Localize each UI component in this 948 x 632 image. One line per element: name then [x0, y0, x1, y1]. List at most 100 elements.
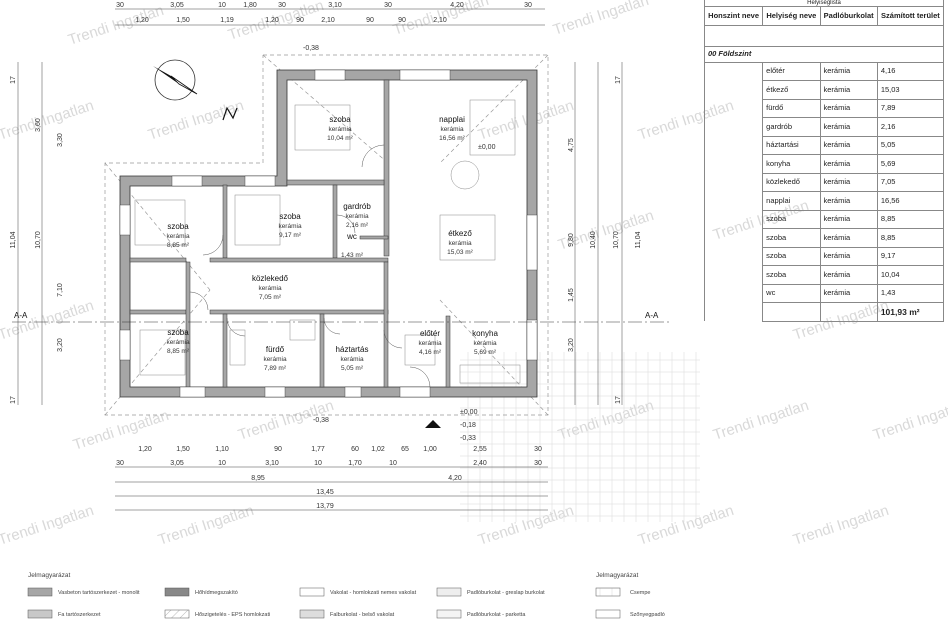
column-header: Padlóburkolat — [819, 6, 878, 26]
dimension-lines — [17, 8, 623, 511]
svg-text:1,70: 1,70 — [348, 460, 362, 467]
room-label: étkező kerámia 15,03 m² — [447, 229, 473, 256]
level-name: 00 Földszint — [704, 45, 944, 63]
legend-swatch-tile — [595, 587, 621, 597]
cell-area: 9,17 — [876, 246, 945, 266]
cell-name: szoba — [762, 246, 821, 266]
legend-swatch-parquet — [436, 609, 462, 619]
windows — [119, 69, 538, 398]
cell-name: konyha — [762, 154, 821, 174]
legend-item: Szőnyegpadló — [630, 612, 665, 618]
svg-text:30: 30 — [116, 2, 124, 9]
svg-text:-0,38: -0,38 — [313, 417, 329, 424]
svg-text:9,80: 9,80 — [568, 233, 575, 247]
svg-text:11,04: 11,04 — [635, 231, 642, 248]
dimension-texts: 30 3,05 10 1,80 30 3,10 30 4,20 30 1,20 … — [10, 2, 642, 510]
svg-text:háztartás: háztartás — [336, 345, 369, 354]
room-label: előtér kerámia 4,16 m² — [418, 329, 442, 356]
svg-text:10: 10 — [389, 460, 397, 467]
interior-walls — [129, 79, 451, 388]
svg-text:4,16 m²: 4,16 m² — [419, 349, 442, 356]
svg-text:3,20: 3,20 — [568, 338, 575, 352]
svg-text:1,50: 1,50 — [176, 17, 190, 24]
section-line: A-A A-A — [12, 311, 670, 323]
svg-text:65: 65 — [401, 446, 409, 453]
svg-text:90: 90 — [366, 17, 374, 24]
svg-text:15,03 m²: 15,03 m² — [447, 249, 473, 256]
legend-swatch-tiles — [436, 587, 462, 597]
svg-text:30: 30 — [278, 2, 286, 9]
room-label: szoba kerámia 8,85 m² — [166, 222, 190, 249]
svg-text:7,05 m²: 7,05 m² — [259, 294, 282, 301]
section-label-right: A-A — [645, 311, 659, 320]
legend-title: Jelmagyarázat — [596, 572, 638, 579]
cell-area: 16,56 — [876, 191, 945, 211]
cell-area: 7,05 — [876, 172, 945, 192]
svg-text:1,20: 1,20 — [265, 17, 279, 24]
total-row: 101,93 m² — [703, 302, 945, 322]
svg-text:3,20: 3,20 — [57, 338, 64, 352]
room-label: háztartás kerámia 5,05 m² — [336, 345, 369, 372]
svg-text:30: 30 — [384, 2, 392, 9]
section-label-left: A-A — [14, 311, 28, 320]
cell-floor: kerámia — [819, 265, 878, 285]
room-label: fürdő kerámia 7,89 m² — [263, 345, 287, 372]
svg-text:szoba: szoba — [279, 212, 301, 221]
svg-text:90: 90 — [296, 17, 304, 24]
legend-item: Hőszigetelés - EPS homlokzati — [195, 612, 270, 618]
svg-text:4,20: 4,20 — [450, 2, 464, 9]
svg-text:90: 90 — [274, 446, 282, 453]
svg-text:7,10: 7,10 — [57, 283, 64, 297]
svg-text:1,20: 1,20 — [135, 17, 149, 24]
watermark: Trendi Ingatlan — [791, 502, 891, 549]
cell-floor: kerámia — [819, 283, 878, 303]
cell-area: 2,16 — [876, 117, 945, 137]
svg-text:1,00: 1,00 — [423, 446, 437, 453]
svg-text:szoba: szoba — [167, 328, 189, 337]
cell-name: előtér — [762, 61, 821, 81]
room-schedule-table: Helyiséglista Honszint neve Helyiség nev… — [703, 0, 945, 322]
svg-text:17: 17 — [615, 76, 622, 84]
svg-text:90: 90 — [398, 17, 406, 24]
svg-text:-0,33: -0,33 — [460, 435, 476, 442]
svg-text:3,30: 3,30 — [57, 133, 64, 147]
cell-level — [703, 284, 764, 303]
north-arrow-icon — [153, 59, 238, 121]
cell-floor: kerámia — [819, 209, 878, 229]
svg-text:30: 30 — [534, 446, 542, 453]
exterior-walls — [119, 69, 538, 398]
watermark: Trendi Ingatlan — [0, 502, 96, 549]
cell-name: étkező — [762, 80, 821, 100]
svg-text:kerámia: kerámia — [473, 340, 497, 347]
cell-area: 10,04 — [876, 265, 945, 285]
legend-item: Vakolat - homlokzati nemes vakolat — [330, 590, 417, 596]
svg-text:8,85 m²: 8,85 m² — [167, 242, 190, 249]
cell-name: szoba — [762, 228, 821, 248]
watermark: Trendi Ingatlan — [551, 0, 651, 39]
legend-swatch-carpet — [595, 609, 621, 619]
cell-name: napplai — [762, 191, 821, 211]
cell-area: 5,05 — [876, 135, 945, 155]
legend-item: Padlóburkolat - greslap burkolat — [467, 590, 545, 596]
legend-swatch-wood — [27, 609, 53, 619]
svg-text:kerámia: kerámia — [328, 126, 352, 133]
legend-item: Padlóburkolat - parketta — [467, 612, 526, 618]
total-area: 101,93 m² — [876, 302, 945, 322]
svg-text:2,10: 2,10 — [433, 17, 447, 24]
cell-level — [703, 173, 764, 192]
cell-floor: kerámia — [819, 191, 878, 211]
svg-text:1,45: 1,45 — [568, 288, 575, 302]
cell-level — [703, 154, 764, 173]
cell-area: 4,16 — [876, 61, 945, 81]
room-label: szoba kerámia 8,85 m² — [166, 328, 190, 355]
legend-title: Jelmagyarázat — [28, 572, 70, 579]
cell-floor: kerámia — [819, 135, 878, 155]
